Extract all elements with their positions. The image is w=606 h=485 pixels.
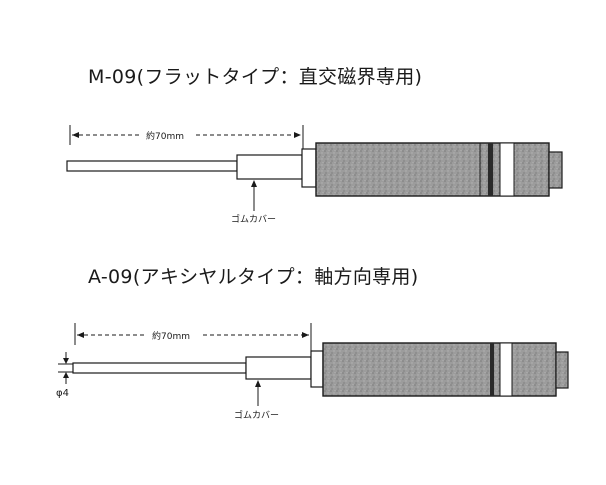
m09-title: M-09(フラットタイプ：直交磁界専用): [88, 66, 423, 88]
m09-cover-label: ゴムカバー: [231, 215, 277, 225]
a09-diameter-label: φ4: [56, 388, 69, 399]
m09-rod: [66, 160, 238, 172]
a09-probe: [58, 323, 569, 406]
m09-probe: [66, 125, 563, 211]
a09-length-label: 約70mm: [152, 332, 190, 342]
a09-title: A-09(アキシヤルタイプ：軸方向専用): [88, 266, 419, 288]
m09-length-label: 約70mm: [146, 132, 184, 142]
a09-body: [322, 342, 557, 397]
a09-cover-label: ゴムカバー: [234, 411, 280, 421]
a09-rubber-cover: [245, 356, 312, 380]
m09-rubber-cover: [236, 154, 303, 180]
m09-end-cap: [548, 151, 563, 189]
a09-rod: [72, 362, 247, 374]
a09-end-cap: [555, 351, 569, 389]
